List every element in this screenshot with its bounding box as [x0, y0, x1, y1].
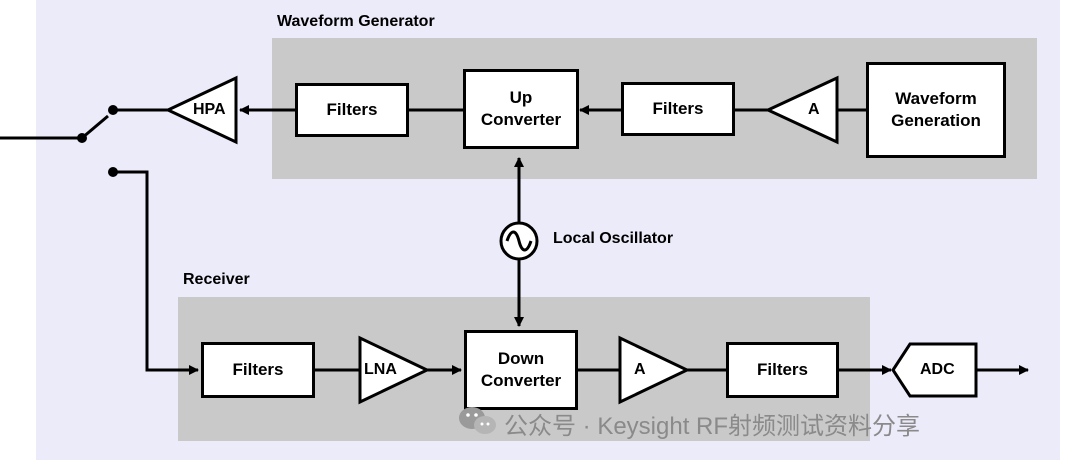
waveform-generator-label: Waveform Generator — [277, 13, 435, 30]
down-converter-block: Down Converter — [464, 330, 578, 410]
hpa-label: HPA — [193, 101, 226, 118]
waveform-generation-block: Waveform Generation — [866, 62, 1006, 158]
local-oscillator-label: Local Oscillator — [553, 230, 674, 247]
up-converter-block: Up Converter — [463, 69, 579, 149]
switch-contact-tx — [108, 105, 118, 115]
adc-label: ADC — [920, 361, 955, 378]
receiver-label: Receiver — [183, 271, 250, 288]
rx-amplifier-triangle — [618, 335, 691, 405]
tx-filters-1-block: Filters — [295, 83, 409, 137]
switch-arm — [81, 114, 109, 140]
adc-shape — [891, 342, 978, 398]
lna-label: LNA — [364, 361, 397, 378]
tx-amp-label: A — [808, 101, 820, 118]
tx-amplifier-triangle — [764, 75, 839, 145]
rx-filters-1-block: Filters — [201, 342, 315, 398]
rx-amp-label: A — [634, 361, 646, 378]
sine-wave-icon — [505, 230, 533, 252]
watermark-text: 公众号 · Keysight RF射频测试资料分享 — [504, 413, 921, 440]
lna-amplifier-triangle — [358, 335, 431, 405]
wechat-icon — [459, 407, 496, 434]
switch-contact-common — [77, 133, 87, 143]
switch-contact-rx — [108, 167, 118, 177]
rx-filters-2-block: Filters — [726, 342, 839, 398]
tx-filters-2-block: Filters — [621, 82, 735, 136]
hpa-amplifier-triangle — [164, 75, 238, 145]
